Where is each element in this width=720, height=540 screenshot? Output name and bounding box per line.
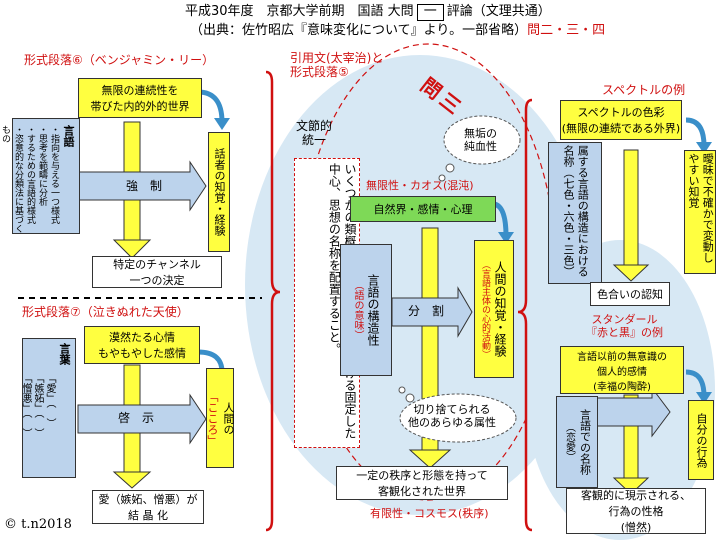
language-name-box: 言語での名称 （恋愛） [556, 396, 598, 488]
words-title: 言葉 [58, 343, 71, 365]
lang-line-2: ・思考を範疇に分析 [37, 125, 47, 206]
left-top-world-box: 無限の連続性を 帯びた内的外的世界 [78, 78, 202, 118]
question-number: 一 [416, 4, 444, 21]
cloud-kirisute [398, 386, 517, 443]
lang-structure-box: 言語の構造性 （語の意味） [340, 244, 392, 376]
arrow-label-keiji: 啓 示 [118, 411, 155, 425]
lang-line-1: ・指向を与える一つ様式 [49, 125, 59, 224]
arrow-label-kyosei: 強 制 [126, 179, 163, 193]
cloud-mukuno [438, 115, 521, 182]
human-heart-box: 人間の 「こころ」 [206, 368, 235, 468]
left-top-channel-box: 特定のチャンネル 一つの決定 [92, 256, 222, 288]
left-bottom-feeling-box: 漠然たる心情 もやもやした感情 [84, 326, 200, 364]
word-ai: 「愛」（ ） [44, 373, 55, 428]
left-top-heading: 形式段落⑥（ベンジャミン・リー） [24, 53, 215, 67]
color-recognition-box: 色合いの認知 [590, 282, 670, 306]
bunsetsu-label: 文節的 統一 [296, 119, 333, 147]
bunkatsu-label: 分 割 [408, 304, 445, 318]
lang-title: 言語 [62, 125, 75, 147]
color-name-box: 属する言語の構造における名称（七色・六色・三色） [548, 142, 602, 284]
lang-line-4: ・恣意的な分類法に基づくもの [0, 125, 23, 233]
quote-heading: 引用文(太宰治)と 形式段落⑤ [290, 51, 384, 79]
header-line1: 平成30年度 京都大学前期 国語 大問一評論（文理共通） [185, 4, 551, 21]
spectrum-heading: スペクトルの例 [602, 83, 686, 97]
ambiguous-perception-box: 曖昧で不確かで変動しやすい知覚 [684, 150, 716, 274]
left-bottom-crystal-box: 愛（嫉妬、憎悪）が 結 晶 化 [92, 490, 204, 524]
left-bottom-words-box: 言葉 「愛」（ ） 「嫉妬」（ ） 「憎悪」（ ） [20, 338, 76, 478]
left-top-lang-box: 言語 ・指向を与える一つ様式 ・思考を範疇に分析 ・するための言語的様式 ・恣意… [0, 118, 80, 234]
header-line2: （出典：佐竹昭広『意味変化について』より。一部省略）問二・三・四 [190, 23, 606, 38]
copyright: © t.n2018 [4, 517, 72, 532]
lang-line-3: ・するための言語的様式 [25, 125, 35, 224]
word-shitto: 「嫉妬」（ ） [32, 373, 43, 438]
cloud-mukuno-text: 無垢の 純血性 [464, 127, 497, 153]
left-bottom-heading: 形式段落⑦（泣きぬれた天使） [22, 305, 189, 319]
word-zoo: 「憎悪」（ ） [20, 373, 31, 438]
human-perception-box: 人間の知覚・経験 （言語主体の心的活動） [474, 240, 514, 378]
unconscious-feeling-box: 言語以前の無意識の 個人的感情 (幸福の陶酔) [560, 346, 684, 394]
nature-box: 自然界・感情・心理 [350, 196, 496, 222]
spectrum-box: スペクトルの色彩 (無限の連続である外界) [560, 100, 682, 140]
action-character-box: 客観的に現示される、 行為の性格 (憎然) [566, 488, 706, 534]
left-brace [265, 70, 281, 532]
objectified-world-box: 一定の秩序と形態を持って 客観化された世界 [336, 466, 508, 500]
yugen-label: 有限性・コスモス(秩序) [370, 507, 489, 520]
cloud-kirisute-text: 切り捨てられる 他のあらゆる属性 [408, 403, 496, 429]
mugen-label: 無限性・カオス(混沌) [366, 179, 474, 192]
speaker-perception-box: 話者の知覚・経験 [208, 132, 230, 252]
own-action-box: 自分の行為 [688, 400, 714, 480]
stendhal-heading: スタンダール 『赤と黒』の例 [586, 313, 663, 339]
right-brace [517, 98, 533, 532]
